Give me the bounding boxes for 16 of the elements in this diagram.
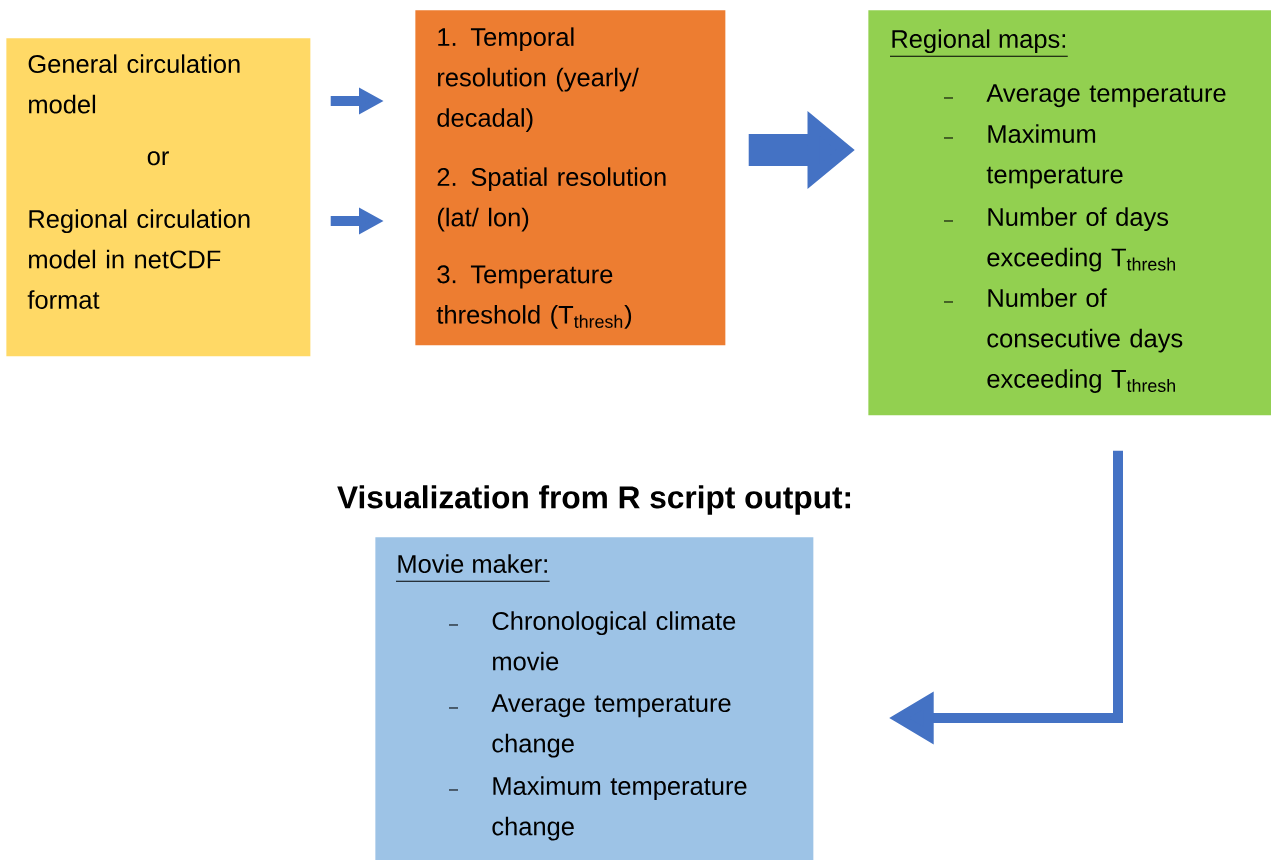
node-label: Regional circulation model in netCDF format [27, 209, 250, 309]
node-label: Number of consecutive days exceeding T$_{thresh}$ [987, 288, 1183, 393]
underlined-heading: Regional maps: [889, 29, 1069, 57]
node-label: Chronological climate movie [492, 611, 736, 671]
node-label: 3. Temperature threshold (T$_{thresh}$) [436, 265, 632, 329]
node-label: Average temperature [986, 84, 1226, 108]
node-label: or [147, 151, 169, 166]
node-label: Maximum temperature change [492, 776, 747, 841]
node-label: Average temperature change [491, 694, 731, 758]
node-label: 2. Spatial resolution (lat/ lon) [437, 167, 666, 232]
underlined-heading: Movie maker: [395, 554, 551, 582]
node-label: Number of days exceeding T$_{thresh}$ [987, 207, 1175, 272]
node-label: Maximum temperature [986, 124, 1123, 189]
node-label: General circulation model [28, 54, 240, 114]
node-label: 1. Temporal resolution (yearly/ decadal) [437, 27, 639, 132]
heading: Visualization from R script output: [337, 485, 850, 515]
